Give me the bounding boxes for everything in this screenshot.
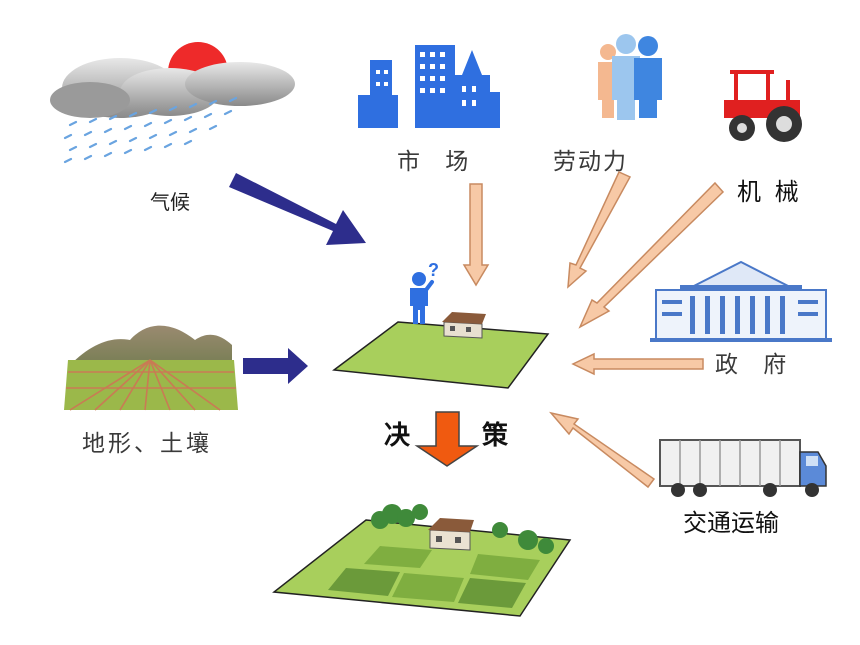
climate-illustration: [50, 42, 295, 164]
result-farmland: [272, 504, 572, 617]
arrow-machinery: [578, 181, 725, 329]
arrow-transport: [548, 411, 656, 489]
label-climate: 气候: [150, 190, 190, 214]
rain-icon: [63, 96, 238, 164]
trees-icon: [371, 504, 554, 554]
label-labor: 劳动力: [553, 149, 628, 175]
farmer-thinking-icon: ?: [410, 260, 439, 324]
workers-icon: [598, 34, 662, 120]
social-factor-arrows: [462, 171, 725, 489]
cloud-icon: [50, 58, 295, 118]
truck-icon: [659, 439, 827, 497]
city-icon: [358, 45, 500, 128]
decision-label-left: 决: [384, 421, 411, 451]
arrow-terrain: [243, 348, 308, 384]
tractor-icon: [724, 70, 802, 142]
decision-arrow: [414, 411, 480, 467]
question-mark-icon: ?: [428, 260, 439, 280]
label-market: 市 场: [397, 149, 478, 175]
arrow-market: [462, 183, 490, 287]
arrow-government: [571, 352, 704, 376]
natural-factor-arrows: [229, 173, 366, 384]
decision-label-right: 策: [482, 421, 509, 451]
label-government: 政 府: [715, 352, 796, 378]
terrain-illustration: [64, 325, 238, 411]
arrow-labor: [567, 171, 632, 289]
government-building-icon: [650, 260, 832, 342]
label-transport: 交通运输: [683, 509, 779, 537]
farmhouse-icon: [428, 518, 474, 551]
label-machinery: 机 械: [737, 178, 802, 206]
arrow-climate: [229, 173, 366, 245]
farmhouse-icon: [442, 312, 486, 339]
center-farmland: ?: [332, 260, 550, 389]
label-terrain-soil: 地形、土壤: [82, 431, 212, 457]
